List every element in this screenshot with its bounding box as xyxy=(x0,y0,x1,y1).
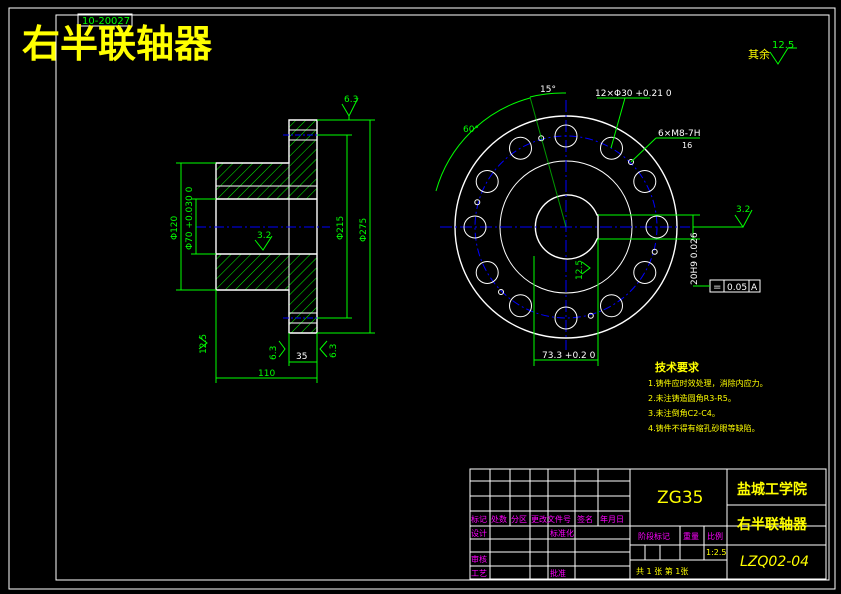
thread-hole xyxy=(587,312,594,319)
thread-callout: 6×M8-7H xyxy=(658,129,701,139)
standard: 标准化 xyxy=(550,528,574,538)
bolt-hole xyxy=(600,294,623,318)
tol-symbol: = xyxy=(713,282,721,293)
process: 工艺 xyxy=(471,569,487,578)
hdr-zone: 分区 xyxy=(511,515,527,524)
drawing-number: LZQ02-04 xyxy=(740,554,809,570)
dim-35: 35 xyxy=(296,352,307,362)
bolt-hole xyxy=(645,215,669,239)
angle-15-arc xyxy=(529,92,567,98)
hdr-date: 年月日 xyxy=(600,514,624,524)
bolt-hole xyxy=(475,170,499,193)
rough-center-125: 12.5 xyxy=(575,260,585,280)
bolt-hole xyxy=(600,136,623,160)
scale-value: 1:2.5 xyxy=(706,548,727,557)
inner-border xyxy=(55,14,830,581)
hdr-count: 处数 xyxy=(491,514,507,524)
top-label: 10-20027 xyxy=(82,16,130,27)
bolt-hole xyxy=(554,124,578,148)
dim-d70: Φ70 +0.030 0 xyxy=(185,186,195,250)
bolt-holes xyxy=(463,124,669,330)
approve: 批准 xyxy=(550,568,566,578)
tech-item: 4.铸件不得有缩孔砂眼等缺陷。 xyxy=(648,423,760,433)
angle-60-arc xyxy=(435,97,531,192)
bolt-hole xyxy=(475,261,499,284)
top-label-box xyxy=(77,13,133,27)
material: ZG35 xyxy=(657,488,703,508)
front-view: 60° 15° 12×Φ30 +0.21 0 6×M8-7H 16 20H9 0… xyxy=(435,85,761,366)
hub-hatch-top xyxy=(216,120,317,199)
hdr-sign: 签名 xyxy=(577,514,593,524)
school: 盐城工学院 xyxy=(737,481,807,498)
rough-right-32: 3.2 xyxy=(736,205,750,215)
bolt-hole xyxy=(633,170,657,193)
rough-bore-32: 3.2 xyxy=(257,231,271,241)
dim-d275: Φ275 xyxy=(359,218,369,242)
holes-callout: 12×Φ30 +0.21 0 xyxy=(595,89,672,99)
rough-br-63: 6.3 xyxy=(329,344,339,358)
bore-keyway xyxy=(534,194,599,260)
angle-60: 60° xyxy=(463,125,479,135)
tech-item: 2.未注铸造圆角R3-R5。 xyxy=(648,393,736,403)
side-view: Φ120 Φ70 +0.030 0 Φ215 Φ275 110 35 6.3 6… xyxy=(170,95,375,383)
drawing-title: 右半联轴器 xyxy=(22,22,213,66)
weight: 重量 xyxy=(683,531,699,541)
thread-hole xyxy=(628,159,634,165)
hdr-doc: 更改文件号 xyxy=(531,514,571,524)
bolt-hole xyxy=(463,215,487,239)
sheets: 共 1 张 第 1张 xyxy=(636,566,688,576)
rough-left-125: 12.5 xyxy=(199,334,209,354)
thread-hole xyxy=(474,199,481,206)
stage-mark: 阶段标记 xyxy=(638,531,670,541)
roughness-rest-value: 12.5 xyxy=(772,40,794,51)
tech-heading: 技术要求 xyxy=(655,360,700,374)
dim-110: 110 xyxy=(258,369,275,379)
bolt-hole xyxy=(509,294,532,318)
thread-hole xyxy=(651,248,658,255)
thread-hole xyxy=(498,289,504,295)
review: 审核 xyxy=(471,554,487,564)
dim-d215: Φ215 xyxy=(336,216,346,240)
outer-frame xyxy=(8,7,836,590)
design: 设计 xyxy=(471,528,487,538)
key-width: 20H9 0.026 xyxy=(690,232,700,285)
tol-ref: A xyxy=(751,283,758,293)
tech-requirements: 技术要求 1.铸件应时效处理，消除内应力。 2.未注铸造圆角R3-R5。 3.未… xyxy=(648,360,768,433)
bolt-hole xyxy=(633,261,657,284)
bolt-hole xyxy=(509,136,532,160)
roughness-rest-symbol xyxy=(769,47,797,65)
title-block: ZG35 盐城工学院 右半联轴器 LZQ02-04 标记 处数 分区 更改文件号… xyxy=(469,468,827,580)
thread-depth: 16 xyxy=(682,141,692,150)
part-name: 右半联轴器 xyxy=(736,516,808,533)
dim-d120: Φ120 xyxy=(170,215,180,240)
key-height: 73.3 +0.2 0 xyxy=(542,351,596,361)
hdr-mark: 标记 xyxy=(471,514,487,524)
hub-hatch-bottom xyxy=(216,254,317,333)
tech-item: 1.铸件应时效处理，消除内应力。 xyxy=(648,378,768,388)
scale: 比例 xyxy=(707,531,723,541)
roughness-rest-label: 其余 xyxy=(748,47,770,61)
angle-15: 15° xyxy=(540,85,556,95)
rough-bl-63: 6.3 xyxy=(269,346,279,360)
tol-value: 0.05 xyxy=(727,283,747,293)
bolt-hole xyxy=(554,306,578,330)
thread-holes xyxy=(474,135,658,319)
rough-top-63: 6.3 xyxy=(344,95,358,105)
tech-item: 3.未注倒角C2-C4。 xyxy=(648,408,720,418)
